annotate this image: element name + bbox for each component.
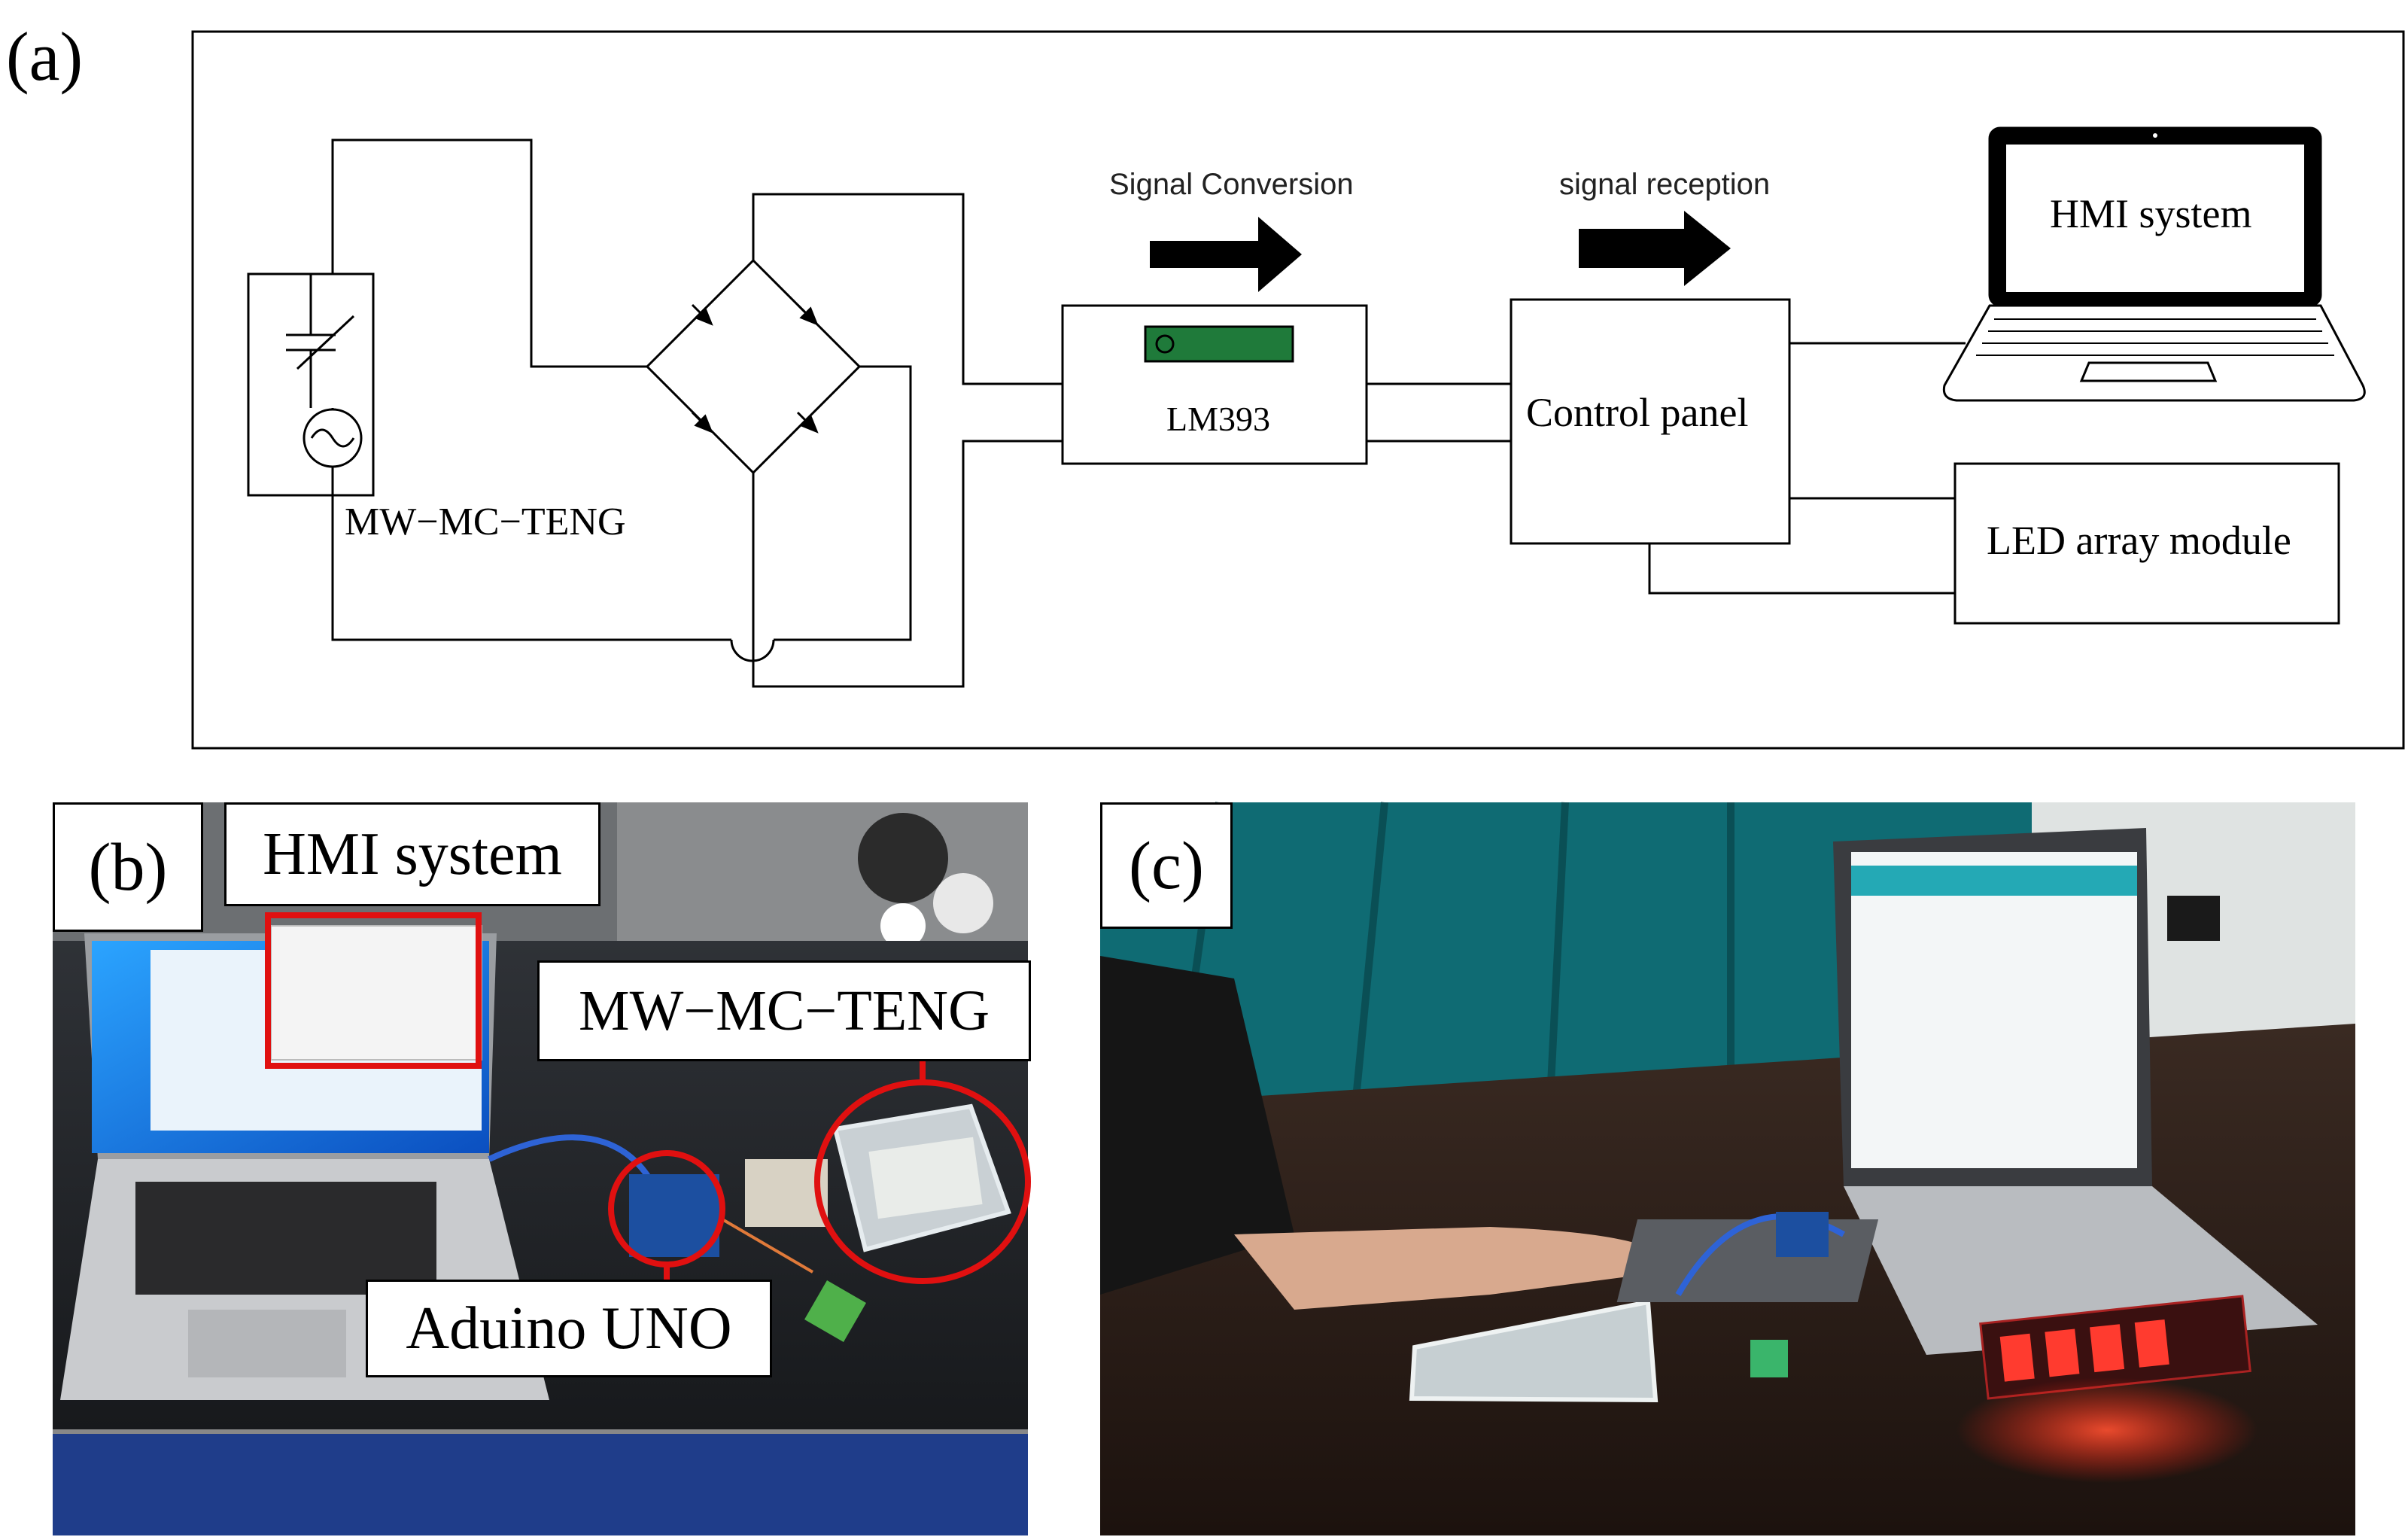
lm393-pot-icon: [1155, 334, 1175, 354]
source-wires: [331, 138, 912, 662]
photo-c: [1100, 802, 2355, 1535]
photo-hmi-label: HMI system: [224, 802, 600, 906]
panel-a: [191, 30, 2405, 750]
signal-conversion-label: Signal Conversion: [1109, 168, 1354, 201]
photo-arduino-label: Aduino UNO: [366, 1280, 772, 1377]
panel-a-frame: [191, 30, 2405, 750]
laptop-icon: [1942, 126, 2366, 402]
led-module-box: [1953, 462, 2340, 625]
photo-teng-label: MW−MC−TENG: [537, 960, 1031, 1061]
panel-b-tag: (b): [53, 802, 203, 932]
control-panel-label: Control panel: [1526, 390, 1748, 435]
led-module-label: LED array module: [1987, 518, 2291, 563]
ac-source-icon: [303, 408, 363, 468]
panel-c-tag: (c): [1100, 802, 1233, 929]
bridge-rectifier: [645, 193, 1063, 688]
arrow-icon: [1150, 211, 1731, 292]
hmi-highlight-box: [265, 912, 482, 1069]
lm393-label: LM393: [1166, 400, 1270, 438]
signal-reception-label: signal reception: [1559, 168, 1770, 201]
lm393-board: [1144, 325, 1294, 363]
hmi-label: HMI system: [2050, 191, 2252, 236]
teng-label: MW−MC−TENG: [345, 501, 626, 543]
panel-a-tag: (a): [6, 18, 83, 95]
variable-capacitor-icon: [286, 274, 355, 408]
diode-icon: [691, 303, 819, 434]
